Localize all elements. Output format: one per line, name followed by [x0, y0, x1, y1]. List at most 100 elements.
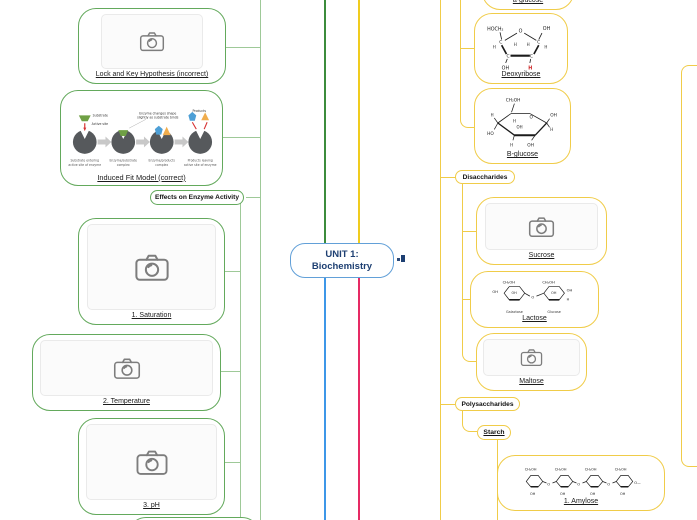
atom-label: H	[512, 119, 515, 124]
central-topic-node[interactable]: UNIT 1: Biochemistry	[290, 243, 394, 278]
node-b-glucose[interactable]: CH₂OH O OH H H HO H OH H OH B-glucose	[474, 88, 571, 164]
connector-lock-key	[222, 47, 260, 48]
connector-deoxyribose	[460, 48, 474, 49]
node-label[interactable]: 1. Amylose	[563, 498, 599, 506]
rail-enzyme-children	[260, 0, 261, 520]
atom-label: C	[537, 40, 540, 46]
node-effects-on-enzyme-activity[interactable]: Effects on Enzyme Activity	[150, 190, 244, 205]
atom-label: CH₂OH	[502, 281, 515, 285]
atom-label: OH	[492, 290, 498, 294]
node-saturation[interactable]: 1. Saturation	[78, 218, 225, 325]
node-label[interactable]: Lock and Key Hypothesis (incorrect)	[95, 71, 209, 79]
image-placeholder	[86, 424, 217, 501]
atom-label: OH	[511, 291, 517, 295]
atom-label-red-h: H	[528, 66, 532, 72]
connector-lactose	[462, 299, 470, 300]
atom-label: O—	[634, 481, 641, 485]
node-sucrose[interactable]: Sucrose	[476, 197, 607, 265]
node-label[interactable]: Induced Fit Model (correct)	[97, 172, 186, 182]
atom-label: HOCH₂	[487, 27, 503, 33]
stage3-caption-1: Enzyme/products	[148, 158, 175, 162]
atom-label: O	[519, 29, 523, 35]
b-glucose-structure: CH₂OH O OH H H HO H OH H OH	[487, 98, 557, 149]
camera-icon	[136, 450, 167, 475]
amylose-structure: CH₂OH CH₂OH CH₂OH CH₂OH O O O OH OH OH O…	[525, 468, 641, 497]
node-label[interactable]: 3. pH	[143, 502, 160, 510]
atom-label: H	[544, 45, 547, 50]
pill-label: Effects on Enzyme Activity	[154, 194, 240, 201]
atom-label: C	[530, 54, 533, 60]
node-maltose[interactable]: Maltose	[476, 333, 587, 391]
atom-label: OH	[527, 143, 534, 149]
node-polysaccharides[interactable]: Polysaccharides	[455, 397, 520, 411]
node-label[interactable]: B-glucose	[506, 151, 539, 159]
atom-label: O	[529, 115, 533, 121]
rail-disaccharide-children	[462, 184, 476, 362]
node-temperature[interactable]: 2. Temperature	[32, 334, 221, 411]
atom-label: H	[527, 42, 530, 47]
atom-label: C	[499, 40, 502, 46]
image-placeholder	[483, 339, 580, 377]
stage2-caption-2: complex	[116, 163, 129, 167]
branch-line-carbohydrates	[358, 0, 360, 245]
node-label[interactable]: 2. Temperature	[103, 398, 150, 406]
node-label[interactable]: a-glucose	[512, 0, 544, 5]
camera-icon	[139, 32, 165, 52]
rail-carbohydrate-spine	[440, 0, 441, 520]
node-label[interactable]: Sucrose	[528, 252, 555, 260]
stage1-caption-2: active site of enzyme	[68, 163, 101, 167]
pill-label: Disaccharides	[462, 173, 508, 181]
rail-effects-children	[240, 199, 241, 520]
annotation-products: Products	[192, 109, 206, 113]
atom-label: OH	[516, 125, 522, 130]
atom-label: OH	[560, 492, 566, 496]
atom-label: C	[506, 54, 509, 60]
node-lactose[interactable]: CH₂OH OH OH O CH₂OH OH OH H Galactose Gl…	[470, 271, 599, 328]
camera-icon	[528, 217, 555, 237]
atom-label: H	[550, 127, 553, 132]
sugar-caption-glucose: Glucose	[547, 310, 560, 314]
image-placeholder	[87, 224, 216, 311]
atom-label: CH₂OH	[555, 468, 567, 472]
atom-label: OH	[530, 492, 536, 496]
central-topic-line2: Biochemistry	[311, 260, 373, 272]
node-label[interactable]: Maltose	[519, 378, 544, 386]
stage1-caption-1: Substrate entering	[70, 158, 99, 162]
node-label[interactable]: Lactose	[522, 315, 547, 323]
node-starch[interactable]: Starch	[477, 425, 511, 440]
rail-monosaccharides	[460, 0, 474, 128]
atom-label: H	[566, 298, 569, 302]
atom-label: OH	[620, 492, 626, 496]
branch-handle-icon[interactable]	[397, 254, 407, 264]
node-ph[interactable]: 3. pH	[78, 418, 225, 515]
atom-label: OH	[502, 66, 510, 72]
atom-label: O	[577, 483, 580, 487]
node-amylose[interactable]: CH₂OH CH₂OH CH₂OH CH₂OH O O O OH OH OH O…	[497, 455, 665, 511]
atom-label: OH	[551, 291, 557, 295]
image-placeholder	[101, 14, 203, 70]
node-label[interactable]: 1. Saturation	[131, 312, 172, 320]
node-lock-and-key[interactable]: Lock and Key Hypothesis (incorrect)	[78, 8, 226, 84]
node-induced-fit[interactable]: Substrate Active site Enzyme changes sha…	[60, 90, 223, 186]
branch-line-blue	[324, 276, 326, 520]
connector-induced-fit	[223, 137, 260, 138]
stage4-caption-1: Products leaving	[187, 158, 212, 162]
stage3-caption-2: complex	[155, 163, 168, 167]
node-a-glucose[interactable]: a-glucose	[482, 0, 574, 10]
central-topic-line1: UNIT 1:	[325, 248, 359, 260]
atom-label: O	[547, 483, 550, 487]
node-deoxyribose[interactable]: HOCH₂ O OH C H C H H H C C OH H Deoxyrib…	[474, 13, 568, 84]
atom-label: CH₂OH	[525, 468, 537, 472]
node-label[interactable]: Deoxyribose	[501, 71, 541, 79]
camera-icon	[113, 358, 140, 379]
pill-label: Starch	[483, 429, 505, 436]
node-disaccharides[interactable]: Disaccharides	[455, 170, 515, 184]
atom-label: OH	[550, 113, 557, 119]
stage2-caption-1: Enzyme/substrate	[109, 158, 137, 162]
atom-label: CH₂OH	[542, 281, 555, 285]
annotation-active-site: Active site	[91, 122, 107, 126]
induced-fit-diagram: Substrate Active site Enzyme changes sha…	[68, 109, 216, 167]
connector-polysaccharides	[440, 404, 455, 405]
atom-label: CH₂OH	[585, 468, 597, 472]
